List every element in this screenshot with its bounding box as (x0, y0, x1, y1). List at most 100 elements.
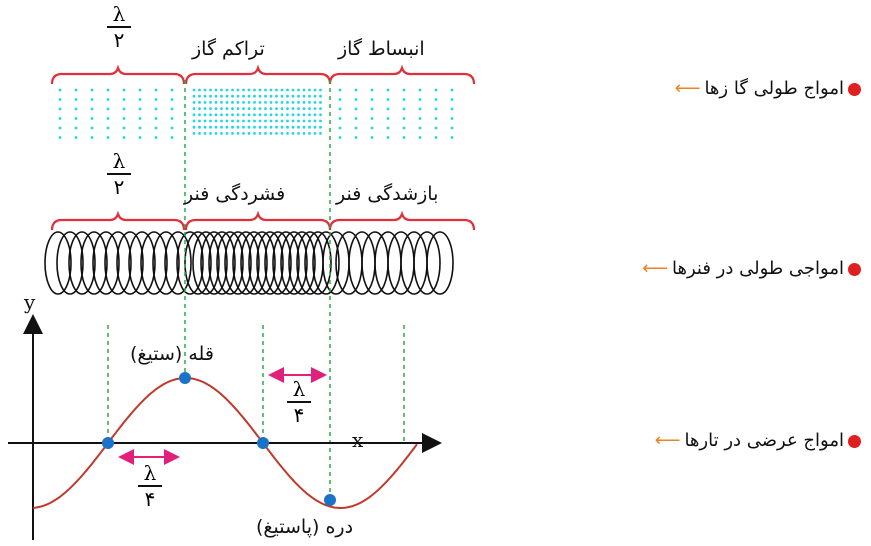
spring-coil (280, 231, 308, 295)
y-axis-label: y (24, 290, 36, 314)
gas-particle (286, 119, 289, 123)
gas-particle (354, 126, 358, 130)
gas-particle (170, 126, 174, 130)
gas-particle (242, 88, 245, 92)
gas-particle (297, 88, 300, 92)
gas-particle (122, 117, 126, 120)
gas-particle (291, 132, 295, 135)
gas-particle (247, 107, 251, 110)
gas-particle (450, 136, 454, 139)
gas-particle (418, 136, 422, 139)
gas-particle (354, 117, 358, 120)
gas-particle (90, 136, 94, 139)
gas-particle (302, 125, 306, 129)
spring-coil (192, 231, 220, 295)
gas-particle (138, 98, 142, 101)
gas-particle (319, 94, 322, 98)
gas-particle (264, 125, 267, 129)
gas-particle (154, 126, 158, 130)
gas-particle (225, 88, 229, 92)
gas-particle (106, 107, 110, 111)
gas-particle (418, 98, 422, 101)
spring-coil (208, 231, 236, 295)
gas-particle (225, 94, 229, 98)
gas-particle (220, 132, 223, 135)
gas-particle (286, 132, 289, 135)
bullet-text: امواج طولی گا زها (704, 78, 844, 99)
gas-particle (269, 125, 273, 129)
gas-particle (209, 132, 212, 135)
gas-particle (370, 117, 374, 120)
gas-particle (154, 88, 158, 92)
gas-particle (354, 98, 358, 101)
gas-particle (264, 132, 267, 135)
gas-particle (122, 98, 126, 101)
gas-particle (280, 119, 284, 123)
gas-particle (220, 119, 223, 123)
spring-coil (184, 231, 212, 295)
gas-particle (214, 107, 218, 110)
gas-particle (74, 117, 78, 120)
gas-particle (203, 88, 207, 92)
gas-particle (308, 132, 311, 135)
gas-particle (275, 119, 278, 123)
gas-particle (258, 125, 262, 129)
gas-particle (242, 125, 245, 129)
gas-particle (418, 107, 422, 111)
gas-particle (286, 125, 289, 129)
gas-particle (138, 136, 142, 139)
gas-particle (192, 132, 196, 135)
gas-particle (302, 119, 306, 123)
gas-particle (242, 132, 245, 135)
gas-particle (253, 125, 256, 129)
gas-particle (203, 125, 207, 129)
gas-particle (74, 98, 78, 101)
gas-compression-label: تراکم گاز (192, 38, 265, 60)
gas-particle (253, 101, 256, 104)
gas-particle (319, 119, 322, 123)
gas-particle (58, 88, 62, 92)
gas-particle (434, 126, 438, 130)
spring-braces (50, 210, 476, 231)
gas-particle (192, 113, 196, 117)
gas-particle (450, 126, 454, 130)
gas-particle (275, 132, 278, 135)
gas-particle (280, 94, 284, 98)
gas-particle (242, 119, 245, 123)
gas-particle (74, 88, 78, 92)
gas-particle (247, 94, 251, 98)
gas-particle (354, 136, 358, 139)
gas-particle (313, 107, 317, 110)
spring-coil (200, 231, 228, 295)
gas-particle (90, 88, 94, 92)
spring-coil (240, 231, 268, 295)
gas-particle (253, 113, 256, 117)
gas-particle (58, 107, 62, 111)
gas-particle (313, 94, 317, 98)
spring-compression-label: فشردگی فنر (184, 183, 286, 205)
denominator: ۴ (144, 487, 156, 511)
trough-point (324, 494, 336, 506)
gas-particle (192, 107, 196, 110)
gas-particle (291, 88, 295, 92)
gas-particle (386, 126, 390, 130)
gas-particle (258, 113, 262, 117)
gas-particle (236, 113, 240, 117)
gas-particle (236, 132, 240, 135)
fraction-bar (138, 485, 162, 487)
gas-particle (313, 88, 317, 92)
gas-particle (106, 126, 110, 130)
gas-particle (247, 113, 251, 117)
gas-particle (242, 107, 245, 110)
gas-particle (90, 117, 94, 120)
gas-particle (231, 113, 234, 117)
gas-particle (58, 98, 62, 101)
arrow-icon: ⟵ (674, 78, 701, 99)
spring-coil (288, 231, 316, 295)
gas-particle (209, 125, 212, 129)
lambda-symbol: λ (112, 2, 126, 26)
gas-particle (269, 113, 273, 117)
gas-particle (269, 107, 273, 110)
gas-particle (370, 126, 374, 130)
gas-particle (209, 94, 212, 98)
